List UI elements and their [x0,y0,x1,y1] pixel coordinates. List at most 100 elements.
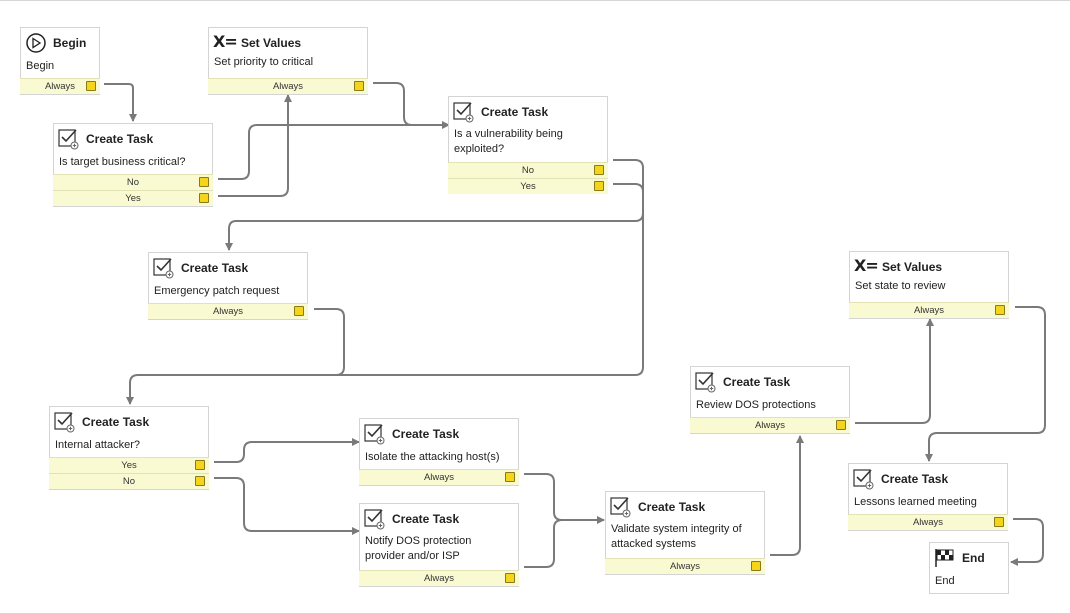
port-label: Always [44,81,76,92]
wire-vuln-yes-to-patch [225,183,644,251]
begin-node[interactable]: Begin Begin Always [20,27,100,95]
port-handle[interactable] [199,193,209,203]
port-handle[interactable] [505,472,515,482]
node-title: Create Task [638,500,706,514]
set-values-icon: X= [854,256,879,275]
port-handle[interactable] [195,460,205,470]
port-always[interactable]: Always [849,302,1009,318]
node-description: End [935,575,955,587]
wire-review-to-setreview [855,318,934,424]
node-description: Begin [26,60,55,72]
top-border [0,0,1070,1]
port-handle[interactable] [86,81,96,91]
wire-setreview-to-lessons [925,306,1046,462]
port-handle[interactable] [751,561,761,571]
task-checkbox-icon [364,508,386,530]
port-handle[interactable] [994,517,1004,527]
wire-target-no-to-vuln [218,121,450,180]
end-node[interactable]: End End [929,542,1009,594]
port-always[interactable]: Always [208,78,368,94]
port-label: Always [423,472,455,483]
port-always[interactable]: Always [359,469,519,485]
task-checkbox-icon [610,496,632,518]
port-handle[interactable] [594,181,604,191]
port-always[interactable]: Always [359,570,519,586]
target-critical-node[interactable]: Create Task Is target business critical?… [53,123,213,207]
port-handle[interactable] [294,306,304,316]
node-title: Set Values [241,36,302,50]
lessons-learned-node[interactable]: Create Task Lessons learned meeting Alwa… [848,463,1008,531]
wire-setpriority-to-vuln [373,82,449,126]
port-label: Always [669,561,701,572]
checkered-flag-icon [934,547,956,569]
node-title: Create Task [723,375,791,389]
node-description: Validate system integrity of attacked sy… [611,523,742,550]
node-description: Emergency patch request [154,285,280,297]
port-label: Yes [121,460,137,471]
task-checkbox-icon [54,411,76,433]
internal-attacker-node[interactable]: Create Task Internal attacker? Yes No [49,406,209,490]
port-label: No [521,165,535,176]
node-description: Set priority to critical [214,56,314,68]
port-always[interactable]: Always [20,78,100,94]
port-yes[interactable]: Yes [49,457,209,473]
port-yes[interactable]: Yes [53,190,213,206]
set-review-node[interactable]: X= Set Values Set state to review Always [849,251,1009,319]
node-description: Is a vulnerability being exploited? [454,128,563,155]
port-handle[interactable] [836,420,846,430]
port-handle[interactable] [505,573,515,583]
port-handle[interactable] [354,81,364,91]
vuln-exploited-node[interactable]: Create Task Is a vulnerability being exp… [448,96,608,194]
node-title: Create Task [481,105,549,119]
wire-vuln-no-to-internal [126,159,644,405]
node-description: Set state to review [855,280,946,292]
node-title: Create Task [86,132,154,146]
set-values-icon: X= [213,32,238,51]
node-title: Begin [53,36,87,50]
port-always[interactable]: Always [690,417,850,433]
task-checkbox-icon [453,101,475,123]
notify-dos-node[interactable]: Create Task Notify DOS protection provid… [359,503,519,587]
node-description: Isolate the attacking host(s) [365,451,500,463]
port-handle[interactable] [995,305,1005,315]
review-dos-node[interactable]: Create Task Review DOS protections Alway… [690,366,850,434]
port-no[interactable]: No [53,174,213,190]
port-always[interactable]: Always [848,514,1008,530]
validate-integrity-node[interactable]: Create Task Validate system integrity of… [605,491,765,575]
node-description: Is target business critical? [59,156,186,168]
node-title: Create Task [881,472,949,486]
wire-begin-to-target [104,83,137,122]
port-label: Always [212,306,244,317]
task-checkbox-icon [58,128,80,150]
wire-notify-to-validate [524,519,604,568]
wire-internal-no-to-notify [214,477,360,535]
set-priority-node[interactable]: X= Set Values Set priority to critical A… [208,27,368,95]
play-circle-icon [25,32,47,54]
node-title: End [962,551,985,565]
wire-isolate-to-validate [524,473,605,524]
port-label: Always [754,420,786,431]
wire-lessons-to-end [1010,518,1044,566]
port-always[interactable]: Always [605,558,765,574]
port-label: No [126,177,140,188]
emergency-patch-node[interactable]: Create Task Emergency patch request Alwa… [148,252,308,320]
isolate-host-node[interactable]: Create Task Isolate the attacking host(s… [359,418,519,486]
task-checkbox-icon [695,371,717,393]
port-no[interactable]: No [49,473,209,489]
node-description: Review DOS protections [696,399,816,411]
port-label: Always [423,573,455,584]
port-always[interactable]: Always [148,303,308,319]
node-title: Create Task [392,512,460,526]
port-yes[interactable]: Yes [448,178,608,194]
port-handle[interactable] [195,476,205,486]
node-description: Notify DOS protection provider and/or IS… [365,535,472,562]
port-handle[interactable] [594,165,604,175]
task-checkbox-icon [853,468,875,490]
node-title: Create Task [181,261,249,275]
port-label: Always [272,81,304,92]
task-checkbox-icon [364,423,386,445]
wire-validate-to-review [770,435,804,556]
port-handle[interactable] [199,177,209,187]
port-no[interactable]: No [448,162,608,178]
